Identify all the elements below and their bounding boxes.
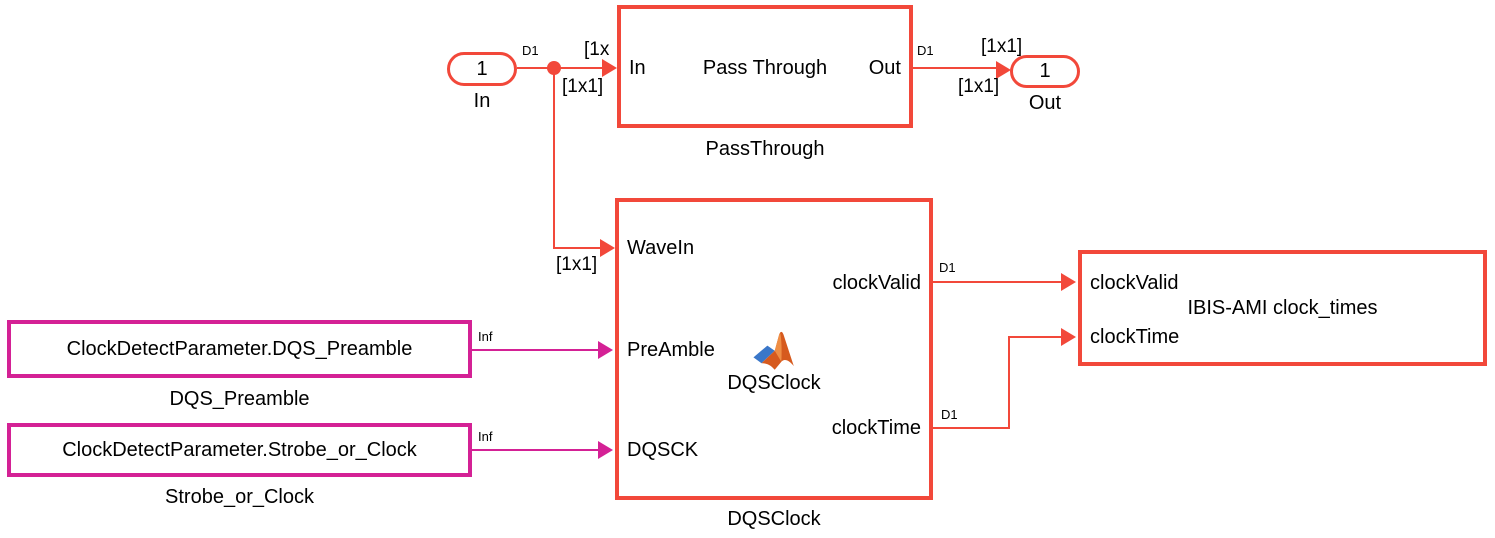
arrowhead-clockvalid	[1061, 273, 1076, 291]
sample-time-label: D1	[941, 407, 958, 422]
dqsclock-name[interactable]: DQSClock	[727, 508, 821, 530]
constant-strobe-or-clock-block[interactable]: ClockDetectParameter.Strobe_or_Clock	[7, 423, 472, 477]
wire-clocktime-h2[interactable]	[1008, 336, 1061, 338]
passthrough-name[interactable]: PassThrough	[705, 138, 825, 160]
sample-time-label: D1	[522, 43, 539, 58]
inport-name[interactable]: In	[473, 90, 491, 112]
sample-time-label: Inf	[478, 329, 493, 344]
dqsclock-port-clockvalid: clockValid	[832, 272, 921, 294]
signal-dimension-label: [1x1]	[981, 36, 1023, 57]
arrowhead-outport	[996, 61, 1011, 79]
inport-number: 1	[476, 57, 488, 80]
wire-clockvalid[interactable]	[933, 281, 1061, 283]
ibisami-port-clockvalid: clockValid	[1090, 272, 1179, 294]
matlab-function-icon	[752, 330, 796, 375]
sample-time-label: Inf	[478, 429, 493, 444]
arrowhead-clocktime	[1061, 328, 1076, 346]
passthrough-outport-label: Out	[868, 57, 901, 79]
arrowhead-wavein	[600, 239, 615, 257]
arrowhead-passthrough-in	[602, 59, 617, 77]
dqsclock-title: DQSClock	[727, 372, 821, 394]
wire-clocktime-vertical[interactable]	[1008, 336, 1010, 429]
ibisami-port-clocktime: clockTime	[1090, 326, 1180, 348]
dqsclock-block[interactable]: WaveIn PreAmble DQSCK clockValid clockTi…	[615, 198, 933, 500]
sample-time-label: D1	[939, 260, 956, 275]
constant-dqs-preamble-name[interactable]: DQS_Preamble	[169, 388, 310, 410]
wire-branch-dot[interactable]	[547, 61, 561, 75]
wire-passthrough-to-out[interactable]	[913, 67, 998, 69]
passthrough-title: Pass Through	[702, 57, 828, 79]
outport-number: 1	[1039, 60, 1051, 82]
constant-dqs-preamble-block[interactable]: ClockDetectParameter.DQS_Preamble	[7, 320, 472, 378]
constant-strobe-or-clock-value: ClockDetectParameter.Strobe_or_Clock	[62, 438, 417, 461]
sample-time-label: D1	[917, 43, 934, 58]
dqsclock-port-preamble: PreAmble	[627, 339, 715, 361]
signal-dimension-label: [1x1]	[556, 254, 598, 275]
signal-dimension-label: [1x	[584, 39, 610, 60]
dqsclock-port-dqsck: DQSCK	[627, 439, 699, 461]
wire-preamble[interactable]	[472, 349, 598, 351]
outport-name[interactable]: Out	[1028, 92, 1062, 114]
passthrough-block[interactable]: In Pass Through Out	[617, 5, 913, 128]
outport-block[interactable]: 1	[1010, 55, 1080, 88]
wire-dqsck[interactable]	[472, 449, 598, 451]
ibisami-title: IBIS-AMI clock_times	[1187, 297, 1378, 319]
inport-block[interactable]: 1	[447, 52, 517, 86]
wire-clocktime-h1[interactable]	[933, 427, 1010, 429]
signal-dimension-label: [1x1]	[562, 76, 604, 97]
dqsclock-port-wavein: WaveIn	[627, 237, 695, 259]
signal-dimension-label: [1x1]	[958, 76, 1000, 97]
wire-branch-to-wavein[interactable]	[553, 247, 602, 249]
constant-strobe-or-clock-name[interactable]: Strobe_or_Clock	[165, 486, 314, 508]
arrowhead-dqsck	[598, 441, 613, 459]
passthrough-inport-label: In	[629, 57, 646, 79]
wire-branch-vertical[interactable]	[553, 67, 555, 249]
ibis-ami-clock-times-block[interactable]: clockValid IBIS-AMI clock_times clockTim…	[1078, 250, 1487, 366]
dqsclock-port-clocktime: clockTime	[831, 417, 921, 439]
arrowhead-preamble	[598, 341, 613, 359]
constant-dqs-preamble-value: ClockDetectParameter.DQS_Preamble	[66, 337, 413, 360]
